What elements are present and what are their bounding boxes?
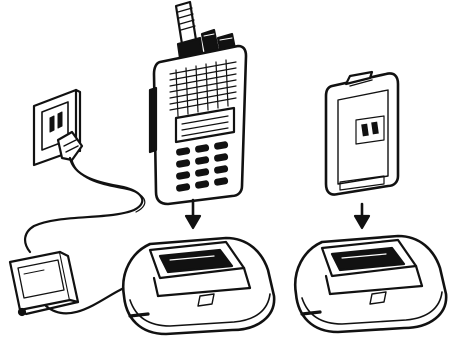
charger-cradle <box>295 236 446 332</box>
handheld-radio <box>150 2 246 204</box>
charger-cradle <box>123 238 274 334</box>
down-arrow <box>186 200 200 228</box>
down-arrow <box>355 204 369 228</box>
cord <box>25 158 142 252</box>
battery-pack <box>326 72 398 195</box>
